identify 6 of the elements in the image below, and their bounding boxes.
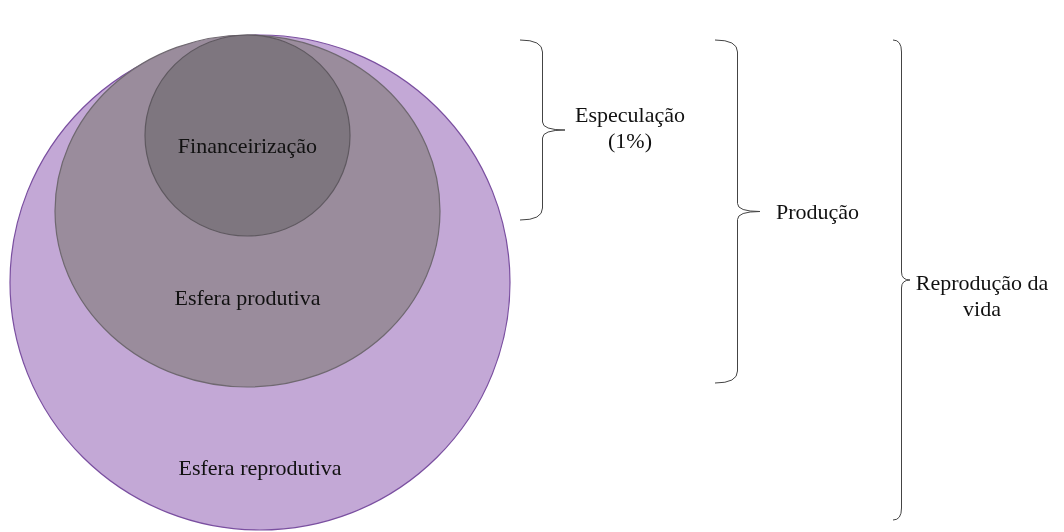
- region-label: Esfera produtiva: [174, 285, 321, 311]
- bracket-label: Reprodução da vida: [914, 270, 1050, 322]
- bracket-label: Especulação (1%): [575, 102, 685, 154]
- region-label: Financeirização: [177, 133, 318, 159]
- bracket-label: Produção: [774, 199, 861, 225]
- region-label: Esfera reprodutiva: [178, 455, 342, 481]
